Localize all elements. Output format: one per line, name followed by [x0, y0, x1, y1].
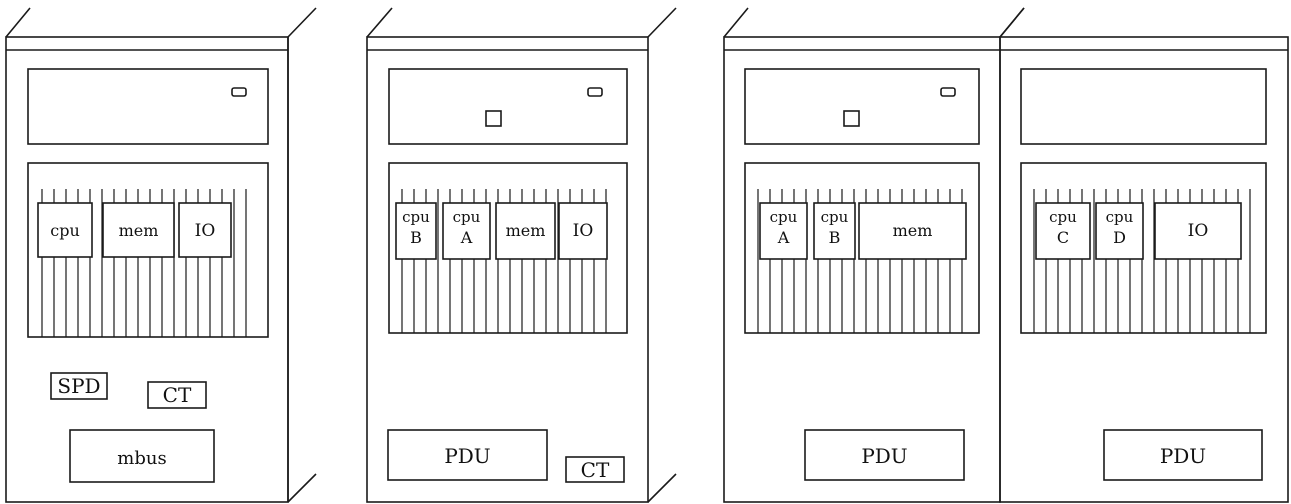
- pdu-label: PDU: [1160, 444, 1206, 468]
- module-label: IO: [1188, 221, 1209, 241]
- cabinet-4-front: [999, 36, 1289, 503]
- cabinet-2-side-edge: [647, 7, 677, 38]
- cabinet-1-front: [5, 36, 289, 503]
- cabinet-3-module-cpu-a: cpu A: [759, 202, 808, 260]
- cabinet-2-button: [485, 110, 502, 127]
- module-sublabel: D: [1113, 228, 1126, 247]
- cabinet-3-module-cpu-b: cpu B: [813, 202, 856, 260]
- module-label: cpu: [50, 221, 80, 240]
- cabinet-4-drive-bay: [1020, 68, 1267, 145]
- cabinet-2-module-cpu-a: cpu A: [442, 202, 491, 260]
- cabinet-2-module-io: IO: [558, 202, 608, 260]
- cabinet-4-pdu-box: PDU: [1103, 429, 1263, 481]
- module-label: cpu: [770, 208, 798, 226]
- cabinet-2: cpu B cpu A mem IO PDU CT: [366, 7, 677, 503]
- module-label: mem: [119, 221, 159, 240]
- cabinet-4-card-cage: [1020, 162, 1267, 334]
- module-sublabel: A: [460, 228, 473, 247]
- pdu-label: PDU: [861, 444, 907, 468]
- cabinet-1-module-io: IO: [178, 202, 232, 258]
- cabinet-1-side-bottom: [287, 473, 317, 503]
- ct-label: CT: [163, 383, 192, 407]
- module-label: cpu: [1106, 208, 1134, 226]
- cabinet-4: cpu C cpu D IO PDU: [999, 7, 1289, 503]
- module-sublabel: A: [777, 228, 790, 247]
- cabinet-3-top-edge: [723, 7, 749, 38]
- cabinet-1-spd-box: SPD: [50, 372, 108, 400]
- cabinet-2-module-mem: mem: [495, 202, 556, 260]
- cabinet-1-mbus-box: mbus: [69, 429, 215, 483]
- cabinet-1-card-cage: [27, 162, 269, 338]
- cabinet-1-led: [231, 87, 247, 97]
- spd-label: SPD: [57, 374, 100, 398]
- module-label: IO: [195, 221, 216, 241]
- cabinet-2-front: [366, 36, 649, 503]
- cabinet-3-pdu-box: PDU: [804, 429, 965, 481]
- cabinet-4-module-io: IO: [1154, 202, 1242, 260]
- cabinet-2-top-edge: [366, 7, 393, 38]
- module-label: mem: [893, 221, 933, 240]
- module-label: cpu: [402, 208, 430, 226]
- module-sublabel: B: [829, 228, 841, 247]
- cabinet-4-top-join: [999, 7, 1025, 38]
- module-sublabel: B: [410, 228, 422, 247]
- cabinet-1-top-edge: [5, 7, 31, 38]
- cabinet-2-led: [587, 87, 603, 97]
- cabinet-4-module-cpu-d: cpu D: [1095, 202, 1144, 260]
- ct-label: CT: [581, 458, 610, 482]
- cabinet-2-side-bottom: [647, 473, 677, 503]
- module-label: cpu: [453, 208, 481, 226]
- cabinet-3-card-cage: [744, 162, 980, 334]
- cabinet-2-card-cage: [388, 162, 628, 334]
- cabinet-1-module-cpu: cpu: [37, 202, 93, 258]
- cabinet-4-module-cpu-c: cpu C: [1035, 202, 1091, 260]
- cabinet-3-led: [940, 87, 956, 97]
- cabinet-3-drive-bay: [744, 68, 980, 145]
- cabinet-3-module-mem: mem: [858, 202, 967, 260]
- cabinet-1-module-mem: mem: [102, 202, 175, 258]
- cabinet-1: cpu mem IO SPD CT mbus: [5, 7, 317, 503]
- mbus-label: mbus: [117, 448, 166, 469]
- module-label: mem: [506, 221, 546, 240]
- module-label: cpu: [1049, 208, 1077, 226]
- module-label: cpu: [821, 208, 849, 226]
- cabinet-1-ct-box: CT: [147, 381, 207, 409]
- cabinet-3: cpu A cpu B mem PDU: [723, 7, 1001, 503]
- module-label: IO: [573, 221, 594, 241]
- cabinet-2-ct-box: CT: [565, 456, 625, 483]
- pdu-label: PDU: [444, 444, 490, 468]
- cabinet-2-pdu-box: PDU: [387, 429, 548, 481]
- module-sublabel: C: [1057, 228, 1069, 247]
- cabinet-2-module-cpu-b: cpu B: [395, 202, 437, 260]
- cabinet-2-drive-bay: [388, 68, 628, 145]
- cabinet-3-button: [843, 110, 860, 127]
- cabinet-1-drive-bay: [27, 68, 269, 145]
- cabinet-1-side-edge: [287, 7, 317, 38]
